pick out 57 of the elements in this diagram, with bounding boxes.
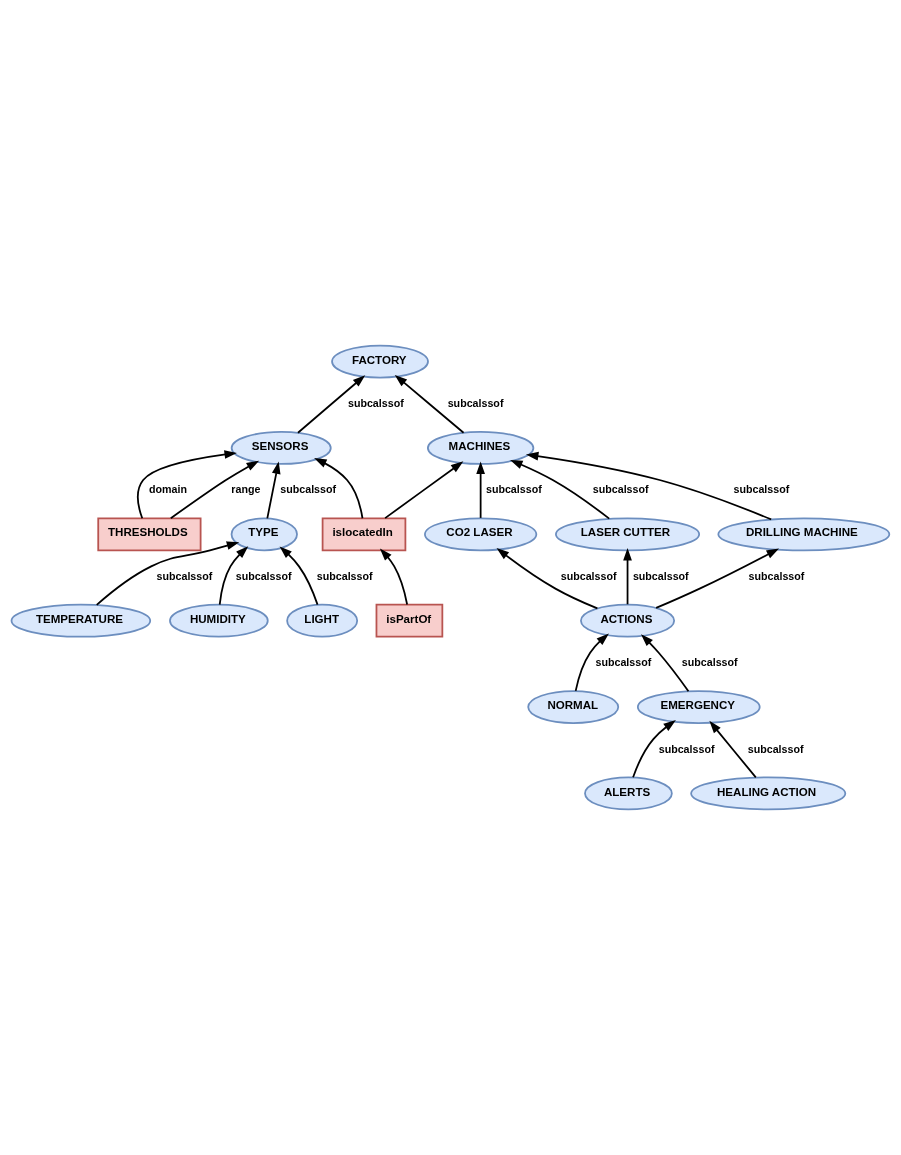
edge-label: subcalssof [748,569,805,582]
arrow [655,548,780,609]
arrow [394,374,465,434]
node-ellipse: LASER CUTTER [555,517,701,552]
node-ellipse: HEALING ACTION [690,776,847,811]
arrow [476,461,485,519]
arrow [496,548,599,610]
arrow [137,450,237,520]
edge-label: subcalssof [733,483,790,496]
arrow [510,459,611,520]
node-ellipse: MACHINES [427,431,535,465]
arrow [574,633,609,692]
node-ellipse: CO2 LASER [424,517,538,552]
edge-label: subcalssof [632,569,689,582]
arrow [379,548,409,606]
node-box: islocatedIn [321,517,407,552]
node-ellipse: TEMPERATURE [10,603,152,638]
arrow [297,375,366,434]
edge-label: subcalssof [447,397,504,410]
node-box: THRESHOLDS [97,517,202,552]
edge-label: subcalssof [592,483,649,496]
node-box: isPartOf [375,603,444,638]
arrow [641,634,690,693]
node-ellipse: ACTIONS [580,603,676,638]
edge-label: subcalssof [560,569,617,582]
edge-label: subcalssof [316,569,373,582]
edge-label: subcalssof [681,656,738,669]
node-ellipse: LIGHT [286,603,359,638]
edge-label: subcalssof [658,742,715,755]
edge-label: subcalssof [280,483,337,496]
arrow [623,547,632,606]
edge-label: subcalssof [595,656,652,669]
node-ellipse: DRILLING MACHINE [717,517,891,552]
arrow [314,458,364,520]
node-ellipse: HUMIDITY [169,603,269,638]
edge-label: subcalssof [747,742,804,755]
edge-label: subcalssof [156,569,213,582]
arrow [266,461,281,520]
edge-label: subcalssof [485,483,542,496]
edge-label: range [231,483,261,496]
node-ellipse: FACTORY [331,344,429,379]
arrow [632,720,676,779]
node-ellipse: NORMAL [527,690,620,724]
node-ellipse: EMERGENCY [636,690,761,724]
node-ellipse: ALERTS [584,776,673,811]
arrow [218,546,249,606]
edge-label: subcalssof [347,397,404,410]
arrow [95,541,240,606]
arrow [525,451,773,521]
node-ellipse: SENSORS [230,431,332,465]
arrow [279,546,319,606]
edge-label: domain [148,483,187,496]
edge-label: subcalssof [235,569,292,582]
arrow [709,720,757,779]
arrow [384,461,464,519]
node-ellipse: TYPE [230,517,298,552]
arrow [169,460,260,520]
